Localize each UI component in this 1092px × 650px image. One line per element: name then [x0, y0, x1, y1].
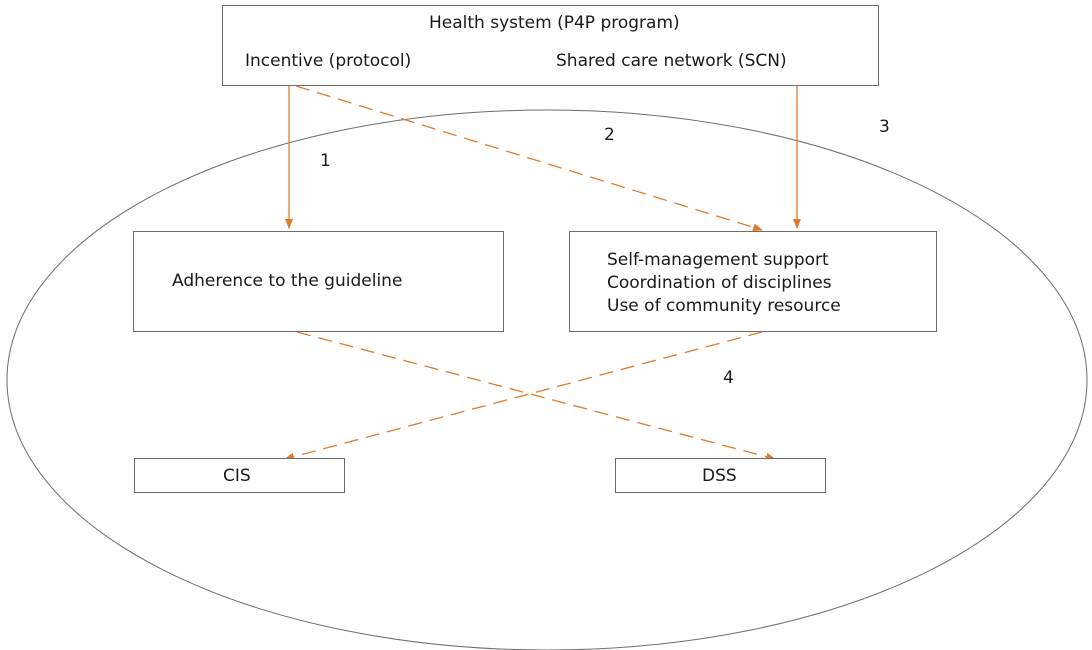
- adherence-label: Adherence to the guideline: [172, 271, 403, 291]
- cis-label: CIS: [223, 466, 251, 486]
- support-line-3: Use of community resource: [607, 296, 841, 316]
- shared-care-network-label: Shared care network (SCN): [556, 51, 787, 71]
- path-number-2: 2: [604, 125, 615, 145]
- path-number-1: 1: [320, 151, 331, 171]
- dss-box: DSS: [615, 458, 826, 493]
- cis-box: CIS: [134, 458, 345, 493]
- dss-label: DSS: [702, 466, 737, 486]
- health-system-title: Health system (P4P program): [429, 13, 680, 33]
- care-setting-ellipse: [6, 109, 1088, 650]
- path-number-3: 3: [879, 117, 890, 137]
- adherence-box: Adherence to the guideline: [133, 231, 504, 332]
- support-line-2: Coordination of disciplines: [607, 273, 832, 293]
- health-system-box: Health system (P4P program) Incentive (p…: [222, 5, 879, 86]
- incentive-label: Incentive (protocol): [245, 51, 412, 71]
- support-line-1: Self-management support: [607, 250, 829, 270]
- arrow-2-dashed: [295, 85, 763, 232]
- arrow-4a-dashed: [296, 331, 776, 461]
- arrow-4b-dashed: [284, 331, 763, 461]
- support-box: Self-management support Coordination of …: [569, 231, 937, 332]
- path-number-4: 4: [723, 368, 734, 388]
